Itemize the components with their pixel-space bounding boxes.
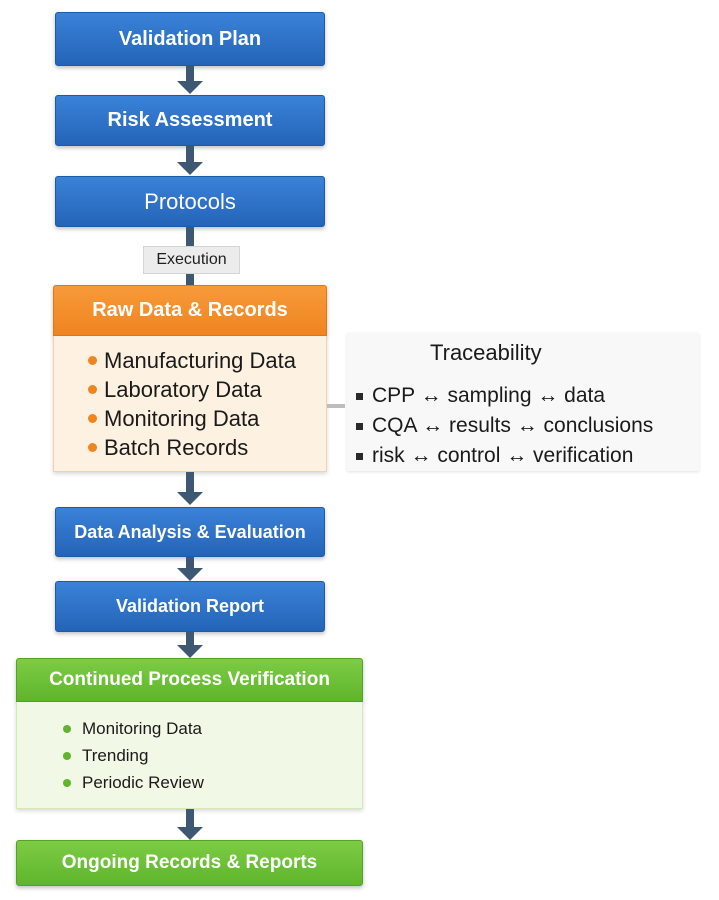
bullet-icon — [88, 414, 97, 423]
traceability-item: CQA ↔ results ↔ conclusions — [372, 414, 654, 437]
data-analysis-box: Data Analysis & Evaluation — [55, 507, 325, 557]
raw-data-item: Batch Records — [104, 434, 249, 460]
data-analysis-label: Data Analysis & Evaluation — [74, 521, 306, 542]
protocols-box: Protocols — [55, 176, 325, 227]
execution-text: Execution — [156, 251, 227, 268]
traceability-panel: Traceability CPP ↔ sampling ↔ data CQA ↔… — [347, 333, 699, 471]
list-item: Trending — [63, 742, 362, 769]
list-item: Monitoring Data — [63, 715, 362, 742]
traceability-item: CPP ↔ sampling ↔ data — [372, 384, 606, 407]
connector-line — [186, 227, 194, 247]
validation-report-label: Validation Report — [115, 596, 265, 616]
arrow-down-icon — [177, 472, 203, 506]
cpv-title: Continued Process Verification — [49, 669, 330, 690]
connector-line — [186, 274, 194, 285]
cpv-item: Periodic Review — [82, 772, 204, 792]
arrow-down-icon — [177, 66, 203, 94]
list-item: Laboratory Data — [88, 375, 326, 404]
cpv-header: Continued Process Verification — [16, 658, 363, 702]
raw-data-item: Laboratory Data — [104, 376, 262, 402]
traceability-connector — [327, 404, 345, 408]
bullet-icon — [63, 724, 71, 733]
raw-data-list-panel: Manufacturing Data Laboratory Data Monit… — [53, 336, 327, 472]
square-bullet-icon — [356, 452, 363, 460]
arrow-down-icon — [177, 632, 203, 658]
traceability-item: risk ↔ control ↔ verification — [372, 444, 634, 467]
raw-data-header: Raw Data & Records — [53, 285, 327, 336]
ongoing-records-box: Ongoing Records & Reports — [16, 840, 363, 886]
cpv-item: Monitoring Data — [82, 718, 203, 738]
arrow-down-icon — [177, 809, 203, 840]
list-item: risk ↔ control ↔ verification — [356, 441, 653, 471]
list-item: Periodic Review — [63, 769, 362, 796]
list-item: CPP ↔ sampling ↔ data — [356, 381, 653, 411]
validation-plan-label: Validation Plan — [118, 27, 262, 50]
square-bullet-icon — [356, 392, 363, 400]
bullet-icon — [88, 443, 97, 452]
ongoing-records-label: Ongoing Records & Reports — [61, 852, 318, 873]
validation-report-box: Validation Report — [55, 581, 325, 632]
risk-assessment-box: Risk Assessment — [55, 95, 325, 146]
raw-data-item: Manufacturing Data — [104, 347, 296, 373]
arrow-down-icon — [177, 146, 203, 175]
list-item: Manufacturing Data — [88, 346, 326, 375]
risk-assessment-label: Risk Assessment — [107, 109, 273, 131]
list-item: Monitoring Data — [88, 404, 326, 433]
list-item: CQA ↔ results ↔ conclusions — [356, 411, 653, 441]
bullet-icon — [63, 778, 71, 787]
protocols-label: Protocols — [144, 188, 236, 214]
raw-data-title: Raw Data & Records — [92, 299, 288, 321]
bullet-icon — [88, 356, 97, 365]
arrow-down-icon — [177, 557, 203, 581]
execution-label: Execution — [143, 246, 240, 274]
traceability-title: Traceability — [430, 340, 542, 365]
cpv-list-panel: Monitoring Data Trending Periodic Review — [16, 702, 363, 809]
bullet-icon — [63, 751, 71, 760]
square-bullet-icon — [356, 422, 363, 430]
raw-data-item: Monitoring Data — [104, 405, 260, 431]
cpv-item: Trending — [82, 745, 149, 765]
list-item: Batch Records — [88, 433, 326, 462]
bullet-icon — [88, 385, 97, 394]
validation-plan-box: Validation Plan — [55, 12, 325, 66]
